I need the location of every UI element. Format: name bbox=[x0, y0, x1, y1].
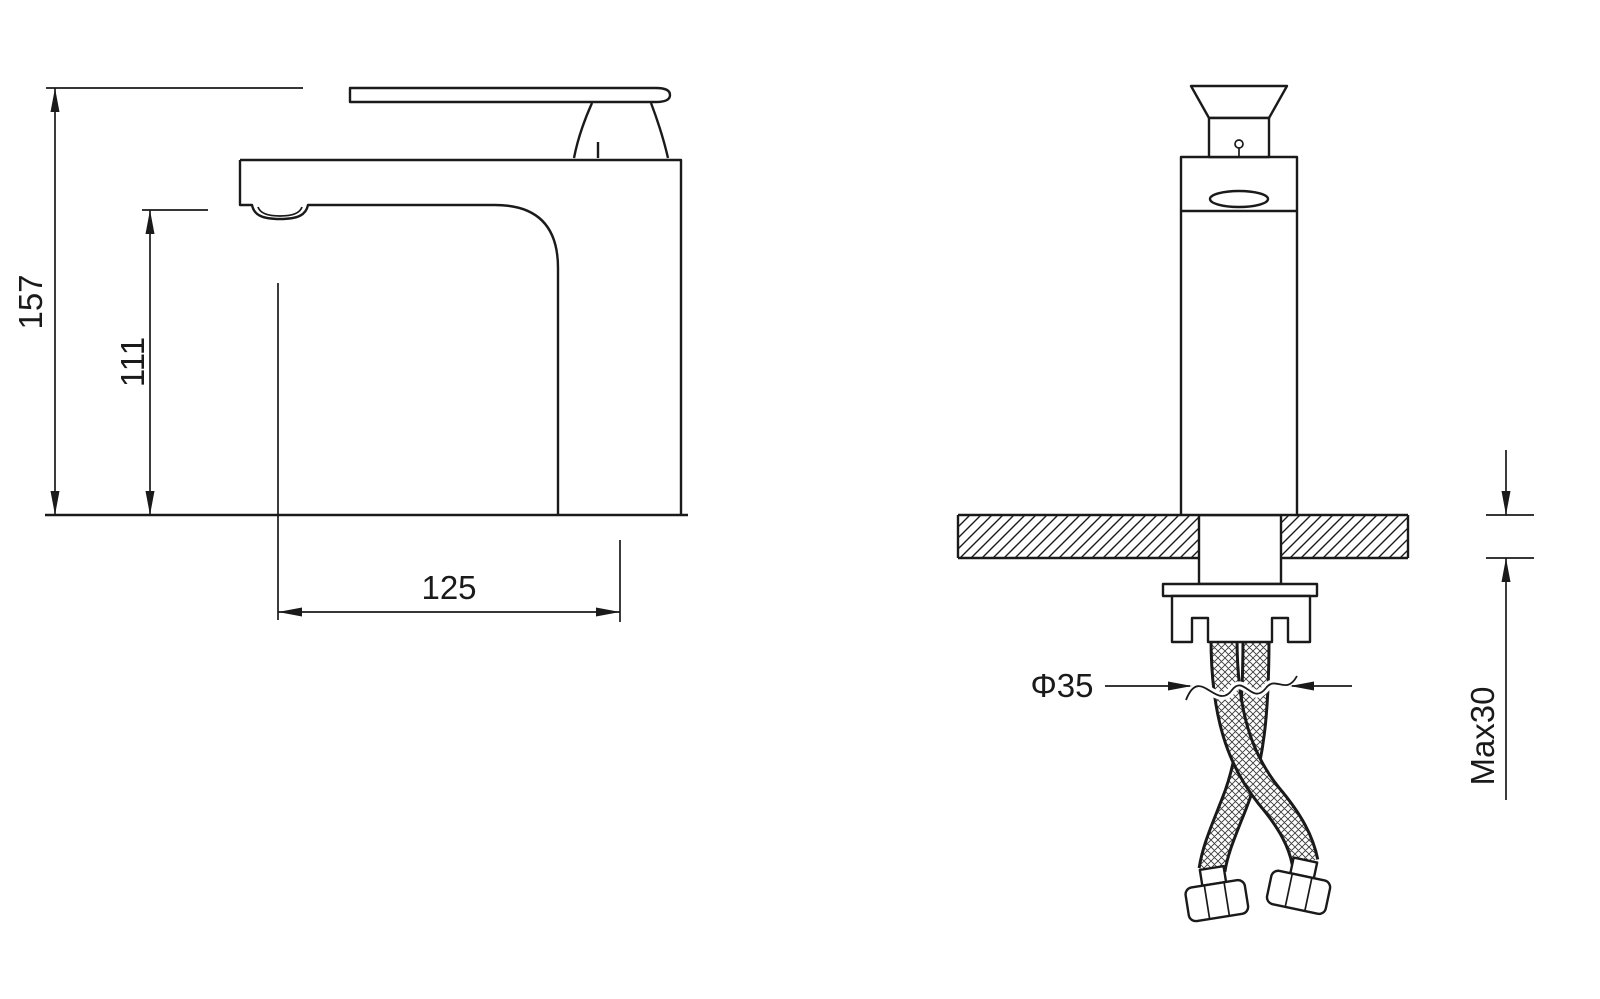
arrowhead-up bbox=[145, 210, 155, 234]
dimension-total-height: 157 bbox=[12, 87, 303, 515]
counter-hatch-left bbox=[958, 515, 1199, 558]
handle-stem bbox=[572, 102, 670, 159]
body-outline bbox=[240, 158, 683, 515]
dim-label-157: 157 bbox=[12, 274, 49, 329]
side-view: 157 111 125 bbox=[12, 86, 688, 622]
dim-label-phi35: Φ35 bbox=[1030, 667, 1093, 704]
aerator-opening bbox=[1208, 189, 1270, 209]
dimension-max-thickness: Max30 bbox=[1464, 450, 1534, 800]
arrowhead-down bbox=[145, 491, 155, 515]
faucet-side-outline bbox=[238, 86, 683, 515]
mounting-flange bbox=[1161, 582, 1319, 598]
arrowhead-up bbox=[1501, 558, 1511, 582]
dimension-spout-height: 111 bbox=[114, 209, 208, 515]
hose-fitting-left bbox=[1184, 864, 1250, 923]
faucet-front-outline bbox=[1179, 84, 1299, 517]
counter-hatch-right bbox=[1281, 515, 1408, 558]
dim-label-111: 111 bbox=[114, 337, 151, 387]
fitting-facet bbox=[1284, 873, 1294, 908]
counter-outline bbox=[956, 513, 1410, 560]
fitting-facet bbox=[1303, 877, 1313, 912]
dim-label-max30: Max30 bbox=[1464, 686, 1501, 785]
dimension-spout-reach: 125 bbox=[277, 283, 621, 622]
hose-fitting-right bbox=[1265, 856, 1332, 916]
fitting-nut bbox=[1184, 878, 1250, 923]
mounting-locknut bbox=[1170, 594, 1312, 644]
countertop-section bbox=[956, 513, 1410, 560]
supply-hoses bbox=[1197, 637, 1320, 873]
aerator-detail bbox=[257, 206, 303, 217]
arrowhead-right bbox=[1168, 681, 1192, 691]
arrowhead-down bbox=[50, 491, 60, 515]
dim-label-125: 125 bbox=[421, 569, 476, 606]
fitting-nut bbox=[1265, 869, 1332, 916]
faucet-shank bbox=[1197, 513, 1283, 586]
arrowhead-right bbox=[596, 607, 620, 617]
handle-lever bbox=[348, 86, 672, 104]
spout-underside bbox=[238, 160, 560, 515]
arrowhead-down bbox=[1501, 491, 1511, 515]
arrowhead-left bbox=[278, 607, 302, 617]
dimension-hole-diameter: Φ35 bbox=[1030, 667, 1352, 704]
handle-knob-top bbox=[1189, 84, 1289, 120]
fitting-facet bbox=[1203, 885, 1211, 920]
front-view: Φ35 Max30 bbox=[956, 84, 1534, 923]
fitting-facet bbox=[1223, 882, 1231, 916]
break-squiggle bbox=[1185, 675, 1298, 701]
arrowhead-up bbox=[50, 88, 60, 112]
arrowhead-left bbox=[1290, 681, 1314, 691]
